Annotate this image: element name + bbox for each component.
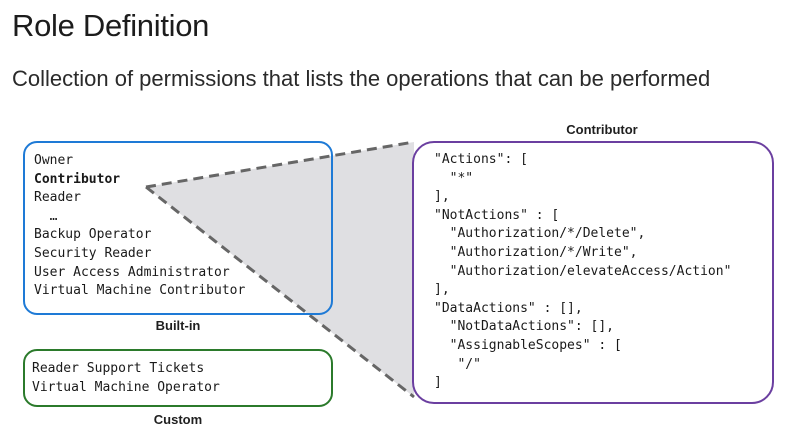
custom-roles-box	[23, 349, 333, 407]
page-subtitle: Collection of permissions that lists the…	[12, 66, 711, 91]
builtin-role-item: User Access Administrator	[34, 264, 230, 280]
json-code-line: "NotDataActions": [],	[434, 319, 615, 335]
custom-role-item: Reader Support Tickets	[32, 361, 205, 376]
builtin-roles-box	[23, 141, 333, 315]
builtin-role-item: Backup Operator	[34, 227, 152, 243]
custom-caption: Custom	[153, 412, 203, 427]
json-code-line: "Authorization/elevateAccess/Action"	[434, 263, 732, 279]
contributor-json-code: "Actions": [ "*"], "NotActions" : [ "Auth…	[434, 151, 731, 393]
builtin-role-item: Virtual Machine Contributor	[34, 283, 246, 299]
json-code-line: "Authorization/*/Delete",	[434, 226, 646, 242]
builtin-role-item: Contributor	[34, 171, 121, 187]
json-code-line: "Actions": [	[434, 152, 528, 167]
json-code-line: "AssignableScopes" : [	[434, 337, 622, 353]
json-code-line: "*"	[434, 170, 474, 186]
builtin-role-item: …	[34, 208, 58, 224]
builtin-role-item: Reader	[34, 190, 81, 206]
json-code-line: "NotActions" : [	[434, 207, 560, 223]
builtin-caption: Built-in	[155, 318, 201, 333]
contributor-caption: Contributor	[566, 122, 638, 137]
builtin-role-item: Security Reader	[34, 245, 152, 261]
contributor-definition-box	[412, 141, 774, 404]
json-code-line: ],	[434, 282, 450, 298]
json-code-line: "/"	[434, 356, 481, 372]
custom-role-item: Virtual Machine Operator	[32, 379, 220, 395]
json-code-line: "Authorization/*/Write",	[434, 244, 638, 260]
json-code-line: ]	[434, 375, 442, 391]
page-title: Role Definition	[12, 8, 210, 43]
json-code-line: ],	[434, 189, 450, 205]
builtin-role-item: Owner	[34, 153, 74, 168]
json-code-line: "DataActions" : [],	[434, 300, 583, 316]
